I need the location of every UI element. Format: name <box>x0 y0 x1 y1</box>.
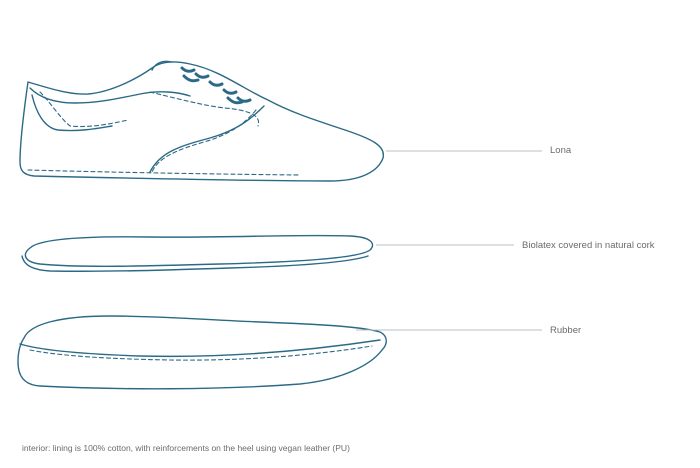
insole-illustration <box>21 234 374 272</box>
interior-footnote: interior: lining is 100% cotton, with re… <box>22 443 350 453</box>
upper-material-label: Lona <box>550 145 572 156</box>
outsole-illustration <box>17 315 387 390</box>
shoe-upper-illustration <box>19 60 385 182</box>
insole-material-label: Biolatex covered in natural cork <box>522 240 655 251</box>
outsole-material-label: Rubber <box>550 325 582 336</box>
